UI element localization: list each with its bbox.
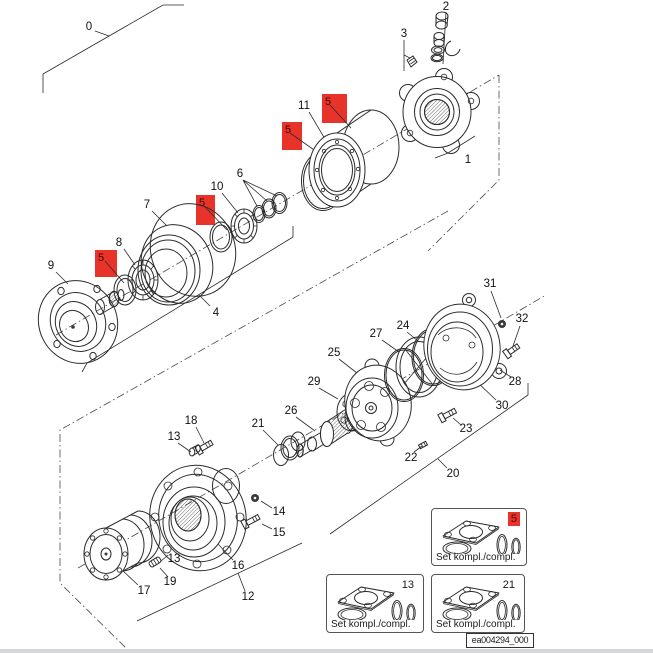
- part-callout-28[interactable]: 28: [508, 376, 522, 388]
- part-callout-32[interactable]: 32: [515, 313, 529, 325]
- part-callout-22[interactable]: 22: [404, 452, 418, 464]
- part-10-bearing: [230, 208, 258, 244]
- group-brackets: [42, 4, 529, 622]
- part-5-shaft-seal: [209, 221, 233, 253]
- highlight-marker-5[interactable]: 5: [322, 94, 347, 123]
- part-callout-26[interactable]: 26: [284, 405, 298, 417]
- highlight-marker-label: 5: [325, 96, 332, 108]
- set-box-13[interactable]: 13 Set kompl./compl.: [326, 574, 424, 633]
- part-30-end-cover: [423, 293, 507, 391]
- part-11-cam-ring: [308, 109, 400, 208]
- set-box-21[interactable]: 21 Set kompl./compl.: [431, 574, 525, 633]
- set-badge-5: 5: [507, 512, 520, 526]
- part-callout-13[interactable]: 13: [167, 553, 181, 565]
- highlight-marker-5[interactable]: 5: [95, 250, 117, 277]
- page-edge-bar: [0, 649, 653, 653]
- part-callout-7[interactable]: 7: [143, 199, 151, 211]
- part-16-housing-cover: [149, 464, 247, 572]
- part-callout-6[interactable]: 6: [236, 168, 244, 180]
- highlight-marker-5[interactable]: 5: [282, 122, 302, 150]
- leader-lines: [55, 11, 521, 586]
- part-callout-19[interactable]: 19: [163, 576, 177, 588]
- part-callout-30[interactable]: 30: [495, 400, 509, 412]
- part-callout-31[interactable]: 31: [483, 278, 497, 290]
- highlight-marker-label: 5: [199, 197, 206, 209]
- set-label: Set kompl./compl.: [331, 619, 411, 630]
- part-callout-24[interactable]: 24: [396, 320, 410, 332]
- part-23-screw: [437, 407, 458, 424]
- part-callout-8[interactable]: 8: [115, 237, 123, 249]
- highlight-marker-label: 5: [98, 252, 105, 264]
- part-27-seal-ring: [384, 348, 424, 402]
- part-7-bearing-housing: [137, 203, 237, 306]
- part-22-pin: [417, 440, 429, 450]
- part-callout-27[interactable]: 27: [369, 328, 383, 340]
- part-15-screw: [240, 513, 261, 530]
- part-callout-29[interactable]: 29: [307, 376, 321, 388]
- highlight-marker-label: 5: [285, 124, 292, 136]
- part-13-19-spring-pin: [148, 556, 162, 568]
- part-callout-2[interactable]: 2: [442, 1, 450, 13]
- part-26-drive-shaft: [296, 403, 360, 458]
- part-callout-17[interactable]: 17: [137, 585, 151, 597]
- part-8-bearing: [113, 259, 159, 306]
- part-25-cylinder-housing: [344, 358, 412, 447]
- set-label: Set kompl./compl.: [436, 619, 516, 630]
- set-label: Set kompl./compl.: [436, 552, 516, 563]
- set-badge-21: 21: [502, 579, 515, 591]
- part-14-nut: [251, 494, 259, 502]
- part-3-key: [406, 55, 418, 68]
- part-32-screw: [501, 343, 521, 360]
- part-callout-15[interactable]: 15: [272, 527, 286, 539]
- part-callout-4[interactable]: 4: [212, 307, 220, 319]
- part-callout-12[interactable]: 12: [241, 591, 255, 603]
- part-callout-11[interactable]: 11: [298, 100, 310, 112]
- part-callout-9[interactable]: 9: [47, 260, 55, 272]
- part-17-brake-drum: [83, 510, 161, 581]
- part-callout-20[interactable]: 20: [446, 468, 460, 480]
- figure-code-label: ea004294_000: [466, 633, 534, 648]
- part-callout-13[interactable]: 13: [167, 431, 181, 443]
- part-callout-3[interactable]: 3: [400, 28, 408, 40]
- part-callout-14[interactable]: 14: [272, 506, 286, 518]
- set-box-5[interactable]: 5 Set kompl./compl.: [431, 508, 527, 566]
- part-31-nut: [498, 320, 506, 328]
- part-9-output-flange: [37, 280, 119, 364]
- part-callout-21[interactable]: 21: [251, 418, 265, 430]
- highlight-marker-5[interactable]: 5: [196, 195, 215, 225]
- part-2-plug-kit: [430, 11, 461, 63]
- part-callout-16[interactable]: 16: [231, 560, 245, 572]
- part-13-plug: [188, 444, 201, 457]
- part-20-o-ring: [212, 468, 240, 504]
- part-callout-23[interactable]: 23: [459, 423, 473, 435]
- part-callout-10[interactable]: 10: [210, 181, 224, 193]
- part-1-drive-hub: [399, 68, 480, 154]
- part-callout-1[interactable]: 1: [464, 154, 472, 166]
- part-callout-18[interactable]: 18: [184, 415, 198, 427]
- part-6-rings: [252, 192, 288, 223]
- part-callout-25[interactable]: 25: [327, 347, 341, 359]
- part-callout-0[interactable]: 0: [85, 21, 93, 33]
- set-badge-13: 13: [401, 579, 414, 591]
